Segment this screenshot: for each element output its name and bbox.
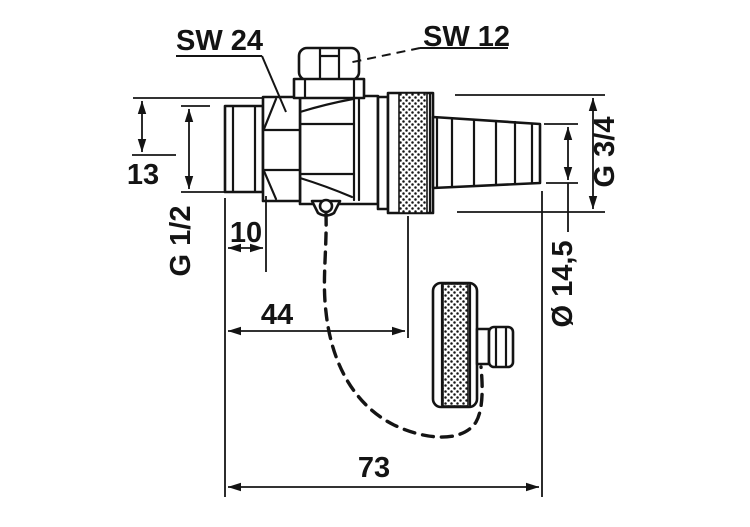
- dimension-g34: G 3/4: [455, 94, 621, 213]
- dimension-73: 73: [227, 191, 543, 497]
- hose-barb: [431, 115, 542, 190]
- dim-g12-label: G 1/2: [165, 206, 197, 277]
- cap-chain: [322, 212, 484, 439]
- hex-nut-sw24: [261, 95, 302, 203]
- label-sw24: SW 24: [176, 25, 263, 57]
- outlet-flange: [376, 95, 390, 211]
- dimension-10: 10: [224, 196, 267, 497]
- dim-44-label: 44: [261, 299, 293, 331]
- valve-body: [298, 94, 380, 206]
- inlet-thread-g12: [223, 104, 265, 194]
- bonnet-cap-sw12: [292, 46, 366, 100]
- valve-assembly: [223, 46, 542, 217]
- dimension-g12: G 1/2: [165, 105, 232, 277]
- sealing-cap: [431, 281, 515, 409]
- dim-10-label: 10: [230, 217, 262, 249]
- dimension-13: 13: [127, 97, 262, 191]
- callout-sw12: SW 12: [347, 21, 510, 64]
- dim-73-label: 73: [358, 452, 390, 484]
- knurled-union-nut: [386, 91, 435, 215]
- dim-g34-label: G 3/4: [589, 117, 621, 188]
- dim-13-label: 13: [127, 159, 159, 191]
- callout-sw24: SW 24: [176, 25, 287, 113]
- dimension-44: 44: [227, 216, 409, 338]
- dim-dia-14-5-label: Ø 14,5: [547, 240, 579, 327]
- dimension-dia-14-5: Ø 14,5: [544, 123, 579, 328]
